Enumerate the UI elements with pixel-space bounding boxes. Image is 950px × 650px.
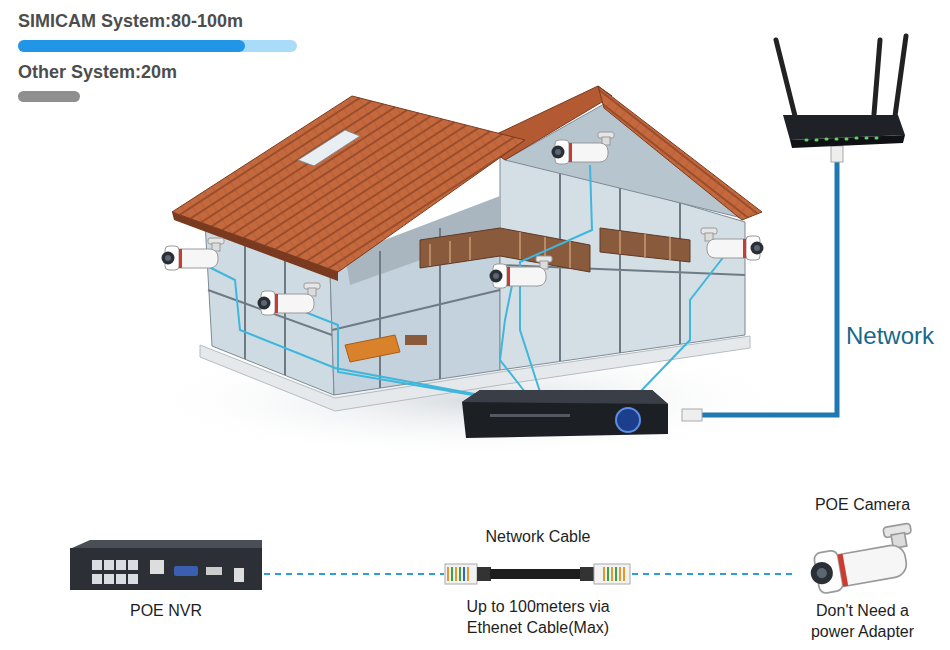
sofa (345, 335, 400, 362)
device-node: POE NVR (68, 542, 264, 626)
bullet-camera (552, 132, 615, 164)
legend-item: SIMICAM System:80-100m (18, 10, 243, 32)
connector-wires (463, 567, 465, 581)
roof-edge (172, 212, 338, 281)
bullet-camera (490, 256, 553, 288)
ethernet-ports (92, 560, 138, 584)
network-cable (700, 160, 837, 415)
power-port (234, 568, 244, 582)
rj45-connector (594, 564, 630, 584)
usb-port (150, 560, 164, 574)
hdmi-port (206, 567, 222, 575)
cable-jacket (490, 569, 580, 579)
router-leds (806, 138, 877, 140)
connector-wires (448, 567, 468, 581)
connector-boot (477, 567, 491, 581)
legend-item: Other System:20m (18, 61, 177, 83)
bullet-camera (258, 283, 321, 315)
device-node: Network Cable Up to 100meters via Ethenet… (444, 526, 632, 642)
rj45-plug (831, 146, 843, 162)
legend-text: Other System:20m (18, 61, 177, 83)
poe-camera (805, 523, 919, 595)
range-track (18, 40, 297, 52)
cable-label: Network (846, 322, 934, 350)
nvr-device (70, 548, 262, 590)
legend-text: SIMICAM System:80-100m (18, 10, 243, 32)
connector-wires (452, 567, 460, 581)
device-note: Don't Need a power Adapter (800, 600, 925, 642)
nvr-top (462, 390, 668, 404)
bullet-camera (162, 238, 225, 270)
nvr-device-top (72, 540, 262, 548)
roof-slope (598, 86, 762, 220)
connector-boot (580, 567, 594, 581)
balcony-posts (620, 231, 670, 260)
skylight (298, 130, 360, 166)
nvr-slot (490, 414, 570, 417)
router-front (790, 135, 905, 148)
connector-wires (604, 567, 624, 581)
device-note: Up to 100meters via Ethenet Cable(Max) (451, 596, 626, 638)
device-node: POE CameraDon't Need a power Adapter (796, 494, 929, 646)
bullet-camera (701, 228, 764, 260)
router-antennas (776, 36, 906, 116)
table (405, 335, 427, 345)
dashed-link (632, 573, 796, 575)
rj45-connector (445, 564, 477, 584)
connector-wires (608, 567, 616, 581)
nvr-box (462, 390, 668, 438)
label-holder: Network (846, 322, 934, 350)
range-bar (18, 91, 80, 102)
device-name: POE NVR (68, 600, 264, 621)
vga-port (174, 566, 198, 576)
dashed-link (264, 573, 444, 575)
balcony-rail (600, 228, 690, 262)
device-name: Network Cable (444, 526, 632, 547)
nvr-dial (616, 408, 640, 432)
rj45-plug (682, 409, 702, 421)
camera-cables (205, 165, 725, 398)
device-name: POE Camera (796, 494, 929, 515)
range-bar (18, 40, 245, 52)
main-roof (172, 96, 525, 272)
